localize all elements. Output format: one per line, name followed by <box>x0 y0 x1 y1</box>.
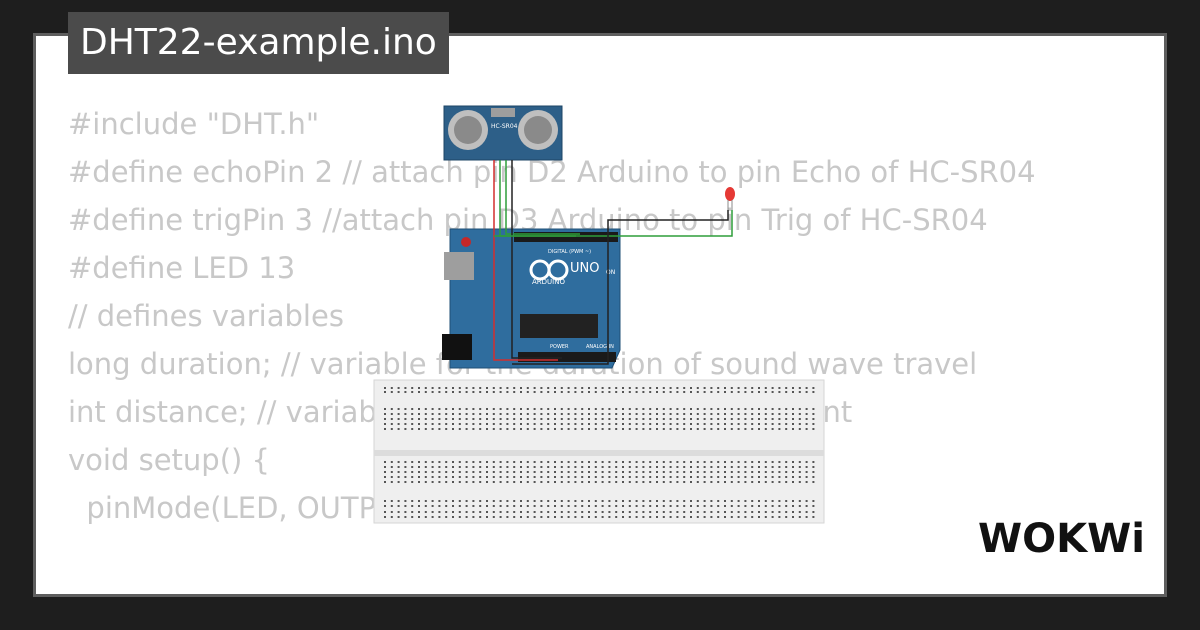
usb-port <box>444 252 474 280</box>
code-line: long duration; // variable for the durat… <box>68 347 978 381</box>
wire-led-ground <box>512 210 729 365</box>
wokwi-logo-text: WOKWi <box>978 516 1145 562</box>
hc-sr04-sensor: HC-SR04 <box>443 105 563 161</box>
wire-gnd <box>511 160 562 359</box>
power-label: POWER <box>550 344 569 350</box>
breadboard <box>373 379 825 524</box>
analog-label: ANALOG IN <box>586 344 614 350</box>
project-title: DHT22-example.ino <box>68 12 449 74</box>
reset-button <box>461 237 471 247</box>
board-model: UNO <box>570 261 599 276</box>
code-line: void setup() { <box>68 443 270 477</box>
microcontroller-chip <box>520 314 598 338</box>
power-jack <box>442 334 472 360</box>
on-led-label: ON <box>606 269 615 276</box>
code-line: // defines variables <box>68 299 344 333</box>
sensor-label: HC-SR04 <box>491 123 518 130</box>
code-line: #define LED 13 <box>68 251 296 285</box>
wokwi-logo: WOKWi <box>978 516 1145 562</box>
wires <box>493 160 733 365</box>
analog-header <box>518 352 616 362</box>
wire-vcc <box>493 160 558 361</box>
board-brand: ARDUINO <box>532 278 565 286</box>
circuit-diagram: UNO ARDUINO ON DIGITAL (PWM ~) POWER ANA… <box>373 105 825 524</box>
arduino-uno-board: UNO ARDUINO ON DIGITAL (PWM ~) POWER ANA… <box>442 228 621 369</box>
red-led <box>725 187 735 210</box>
code-line: #define echoPin 2 // attach pin D2 Ardui… <box>68 155 1036 189</box>
wire-echo <box>505 160 580 235</box>
code-line: #include "DHT.h" <box>68 107 320 141</box>
digital-header <box>514 232 618 242</box>
digital-label: DIGITAL (PWM ~) <box>548 249 591 255</box>
wire-led-signal <box>494 210 733 237</box>
